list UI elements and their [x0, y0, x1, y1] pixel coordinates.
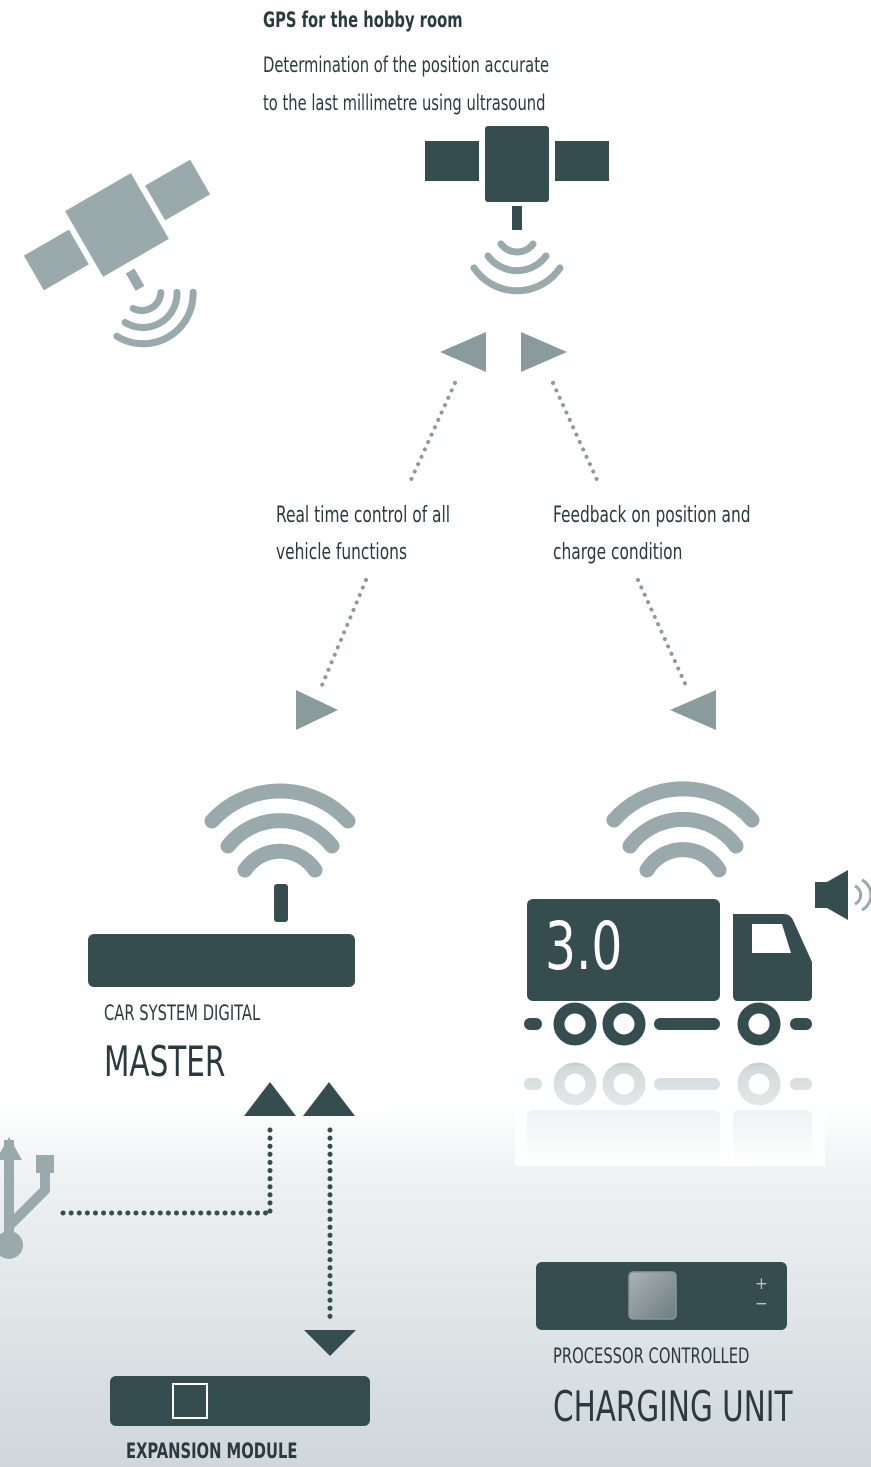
charging-subtitle: PROCESSOR CONTROLLED: [553, 1344, 750, 1368]
flow-label-feedback: Feedback on position and charge conditio…: [553, 503, 751, 565]
arrow-up-left: [440, 332, 486, 372]
arrow-up-usb: [244, 1082, 296, 1116]
dotted-link-feedback-top: [551, 381, 600, 484]
signal-waves-icon: [470, 240, 564, 295]
gps-description: Determination of the position accurate t…: [263, 53, 550, 115]
charging-minus-sign: −: [755, 1294, 768, 1314]
truck-icon: [524, 899, 812, 1046]
charging-unit-device: [536, 1262, 787, 1330]
gps-title: GPS for the hobby room: [263, 8, 463, 32]
reflection-fade: [515, 1066, 825, 1166]
master-subtitle: CAR SYSTEM DIGITAL: [104, 1001, 261, 1025]
speaker-icon: [815, 870, 871, 920]
charging-title: CHARGING UNIT: [553, 1382, 793, 1431]
arrow-down-expansion: [304, 1330, 356, 1356]
satellite-icon: [425, 126, 609, 230]
usb-icon: [0, 1137, 54, 1259]
flow-label-control: Real time control of all vehicle functio…: [276, 503, 451, 565]
charging-plus-sign: +: [755, 1274, 768, 1294]
expansion-label: EXPANSION MODULE: [126, 1439, 298, 1463]
arrow-up-expansion: [303, 1082, 355, 1116]
arrow-down-master: [296, 690, 338, 730]
wifi-icon-master: [204, 783, 356, 922]
dotted-link-control-top: [408, 381, 457, 484]
wifi-icon-vehicle: [606, 781, 760, 878]
master-title: MASTER: [104, 1037, 226, 1086]
arrow-down-vehicle: [670, 690, 716, 730]
expansion-module-device: [110, 1376, 370, 1426]
vehicle-version-badge: 3.0: [545, 908, 623, 985]
satellite-icon-tilted: [23, 159, 211, 291]
signal-waves-icon-tilted: [113, 268, 197, 348]
master-device: [88, 934, 355, 987]
arrow-up-right: [521, 332, 567, 372]
dotted-link-control-bottom: [318, 578, 368, 692]
dotted-link-feedback-bottom: [636, 578, 690, 692]
